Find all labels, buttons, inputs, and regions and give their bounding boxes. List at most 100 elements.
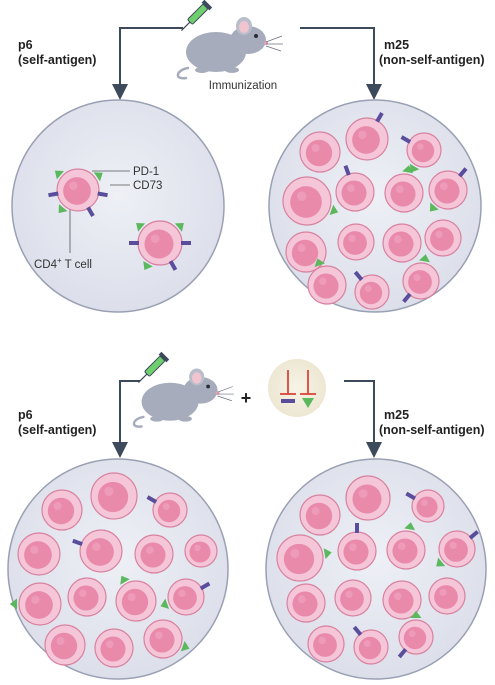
cd4-t-cell (44, 624, 86, 666)
cd4-t-cell (424, 219, 462, 257)
cd73-marker (72, 538, 83, 547)
pd1-marker (409, 163, 420, 173)
cd4-t-cell (307, 625, 345, 663)
m25-desc-bottom: (non-self-antigen) (379, 423, 485, 437)
cd4-t-cell (382, 580, 422, 620)
cd4-t-cell (436, 530, 479, 568)
pd1-marker (404, 522, 416, 531)
cd4-t-cell (90, 472, 138, 520)
cd4-t-cell (353, 270, 390, 310)
cd4-t-cell (337, 223, 375, 261)
syringe-icon (138, 351, 170, 383)
cd73-marker (168, 260, 178, 271)
cd73-marker (458, 167, 468, 178)
cd4-t-cell (384, 165, 424, 213)
cd73-marker (375, 112, 384, 123)
cd73-marker (353, 270, 364, 282)
cd4-t-cell (184, 534, 218, 568)
cd4-t-cell (307, 258, 347, 305)
pd1-marker (160, 598, 170, 610)
pd1-marker (174, 222, 184, 232)
pd1-marker (120, 575, 130, 585)
cd4-t-cell (160, 578, 211, 616)
arrow-to-m25-top (300, 27, 382, 100)
cd73-marker (402, 292, 412, 303)
cd4-t-cell (405, 489, 445, 523)
pd1-marker (136, 222, 146, 232)
cd4-t-cell (345, 112, 389, 161)
m25-label-top: m25 (384, 38, 409, 52)
cd73-marker (97, 191, 108, 198)
pd1-marker (314, 258, 325, 268)
cd4-t-cell (335, 165, 375, 212)
cd73-marker (86, 206, 95, 217)
cd4-t-cell (285, 231, 327, 273)
pd1-marker (429, 202, 439, 212)
cd4-t-cell (134, 534, 174, 574)
cd4-t-cell (337, 523, 377, 571)
cd73-marker (343, 165, 351, 176)
p6-label-bottom: p6 (18, 408, 33, 422)
arrow-to-p6-bottom (112, 380, 140, 458)
cd4-t-cell (41, 489, 83, 531)
plus-sign: + (241, 388, 252, 408)
cd4-t-cell (282, 176, 339, 226)
pd1-marker (323, 548, 332, 560)
cd4-t-cell (428, 167, 468, 212)
m25-desc-top: (non-self-antigen) (379, 53, 485, 67)
cd4-t-cell (402, 254, 440, 303)
m25-label-bottom: m25 (384, 408, 409, 422)
cd4-t-cell (299, 494, 341, 536)
cd4-t-cell (17, 532, 61, 576)
cells-p6-top (48, 168, 191, 271)
pd1-marker (419, 254, 430, 263)
cd73-marker (397, 647, 408, 659)
cd4-t-cell (115, 575, 157, 622)
pd1-marker (410, 610, 422, 618)
p6-circle-top (11, 99, 225, 313)
pd1-marker (58, 204, 68, 214)
mouse-icon (132, 368, 234, 428)
cd73-marker (405, 491, 417, 501)
cells-m25-top (282, 112, 468, 310)
cd4-t-cell (400, 132, 442, 173)
cd4-t-cell (94, 628, 134, 668)
pd1-marker (54, 170, 64, 180)
cd4-t-cell (382, 223, 422, 263)
cd4-t-cell (143, 619, 190, 659)
cells-m25-bottom (276, 475, 479, 665)
pd1-marker (402, 165, 414, 174)
immunization-label: Immunization (209, 80, 277, 92)
cd4-t-cell (386, 522, 426, 570)
cd4-t-cell (299, 131, 341, 173)
cd4-t-cell (146, 492, 188, 528)
p6-desc-top: (self-antigen) (18, 53, 96, 67)
pd1-label: PD-1 (133, 166, 159, 178)
cd4-t-cell (345, 475, 391, 521)
pd1-marker (180, 641, 190, 652)
pd1-marker (329, 204, 339, 216)
p6-label-top: p6 (18, 38, 33, 52)
mouse-icon (176, 17, 283, 80)
cd73-marker (199, 581, 211, 591)
cd4-t-cell (334, 579, 372, 617)
cd73-marker (48, 191, 59, 198)
cd73-marker (468, 530, 479, 540)
arrow-to-p6-top (112, 27, 183, 100)
syringe-icon (181, 0, 213, 31)
cd4-t-cell (397, 610, 434, 659)
cd4-t-cell (129, 220, 191, 271)
cd4-t-cell (67, 577, 107, 617)
cd73-label: CD73 (133, 180, 162, 192)
cd4-t-cell (352, 625, 389, 665)
cd4-t-cell (48, 168, 108, 217)
inhibitor-icon (268, 359, 326, 417)
pd1-marker (436, 557, 446, 567)
cd4-t-cell (428, 577, 466, 615)
pd1-marker (143, 261, 153, 270)
cd4-t-cell (72, 529, 123, 573)
p6-desc-bottom: (self-antigen) (18, 423, 96, 437)
cd4-t-cell (286, 583, 326, 623)
cd4-t-cell (9, 582, 62, 626)
